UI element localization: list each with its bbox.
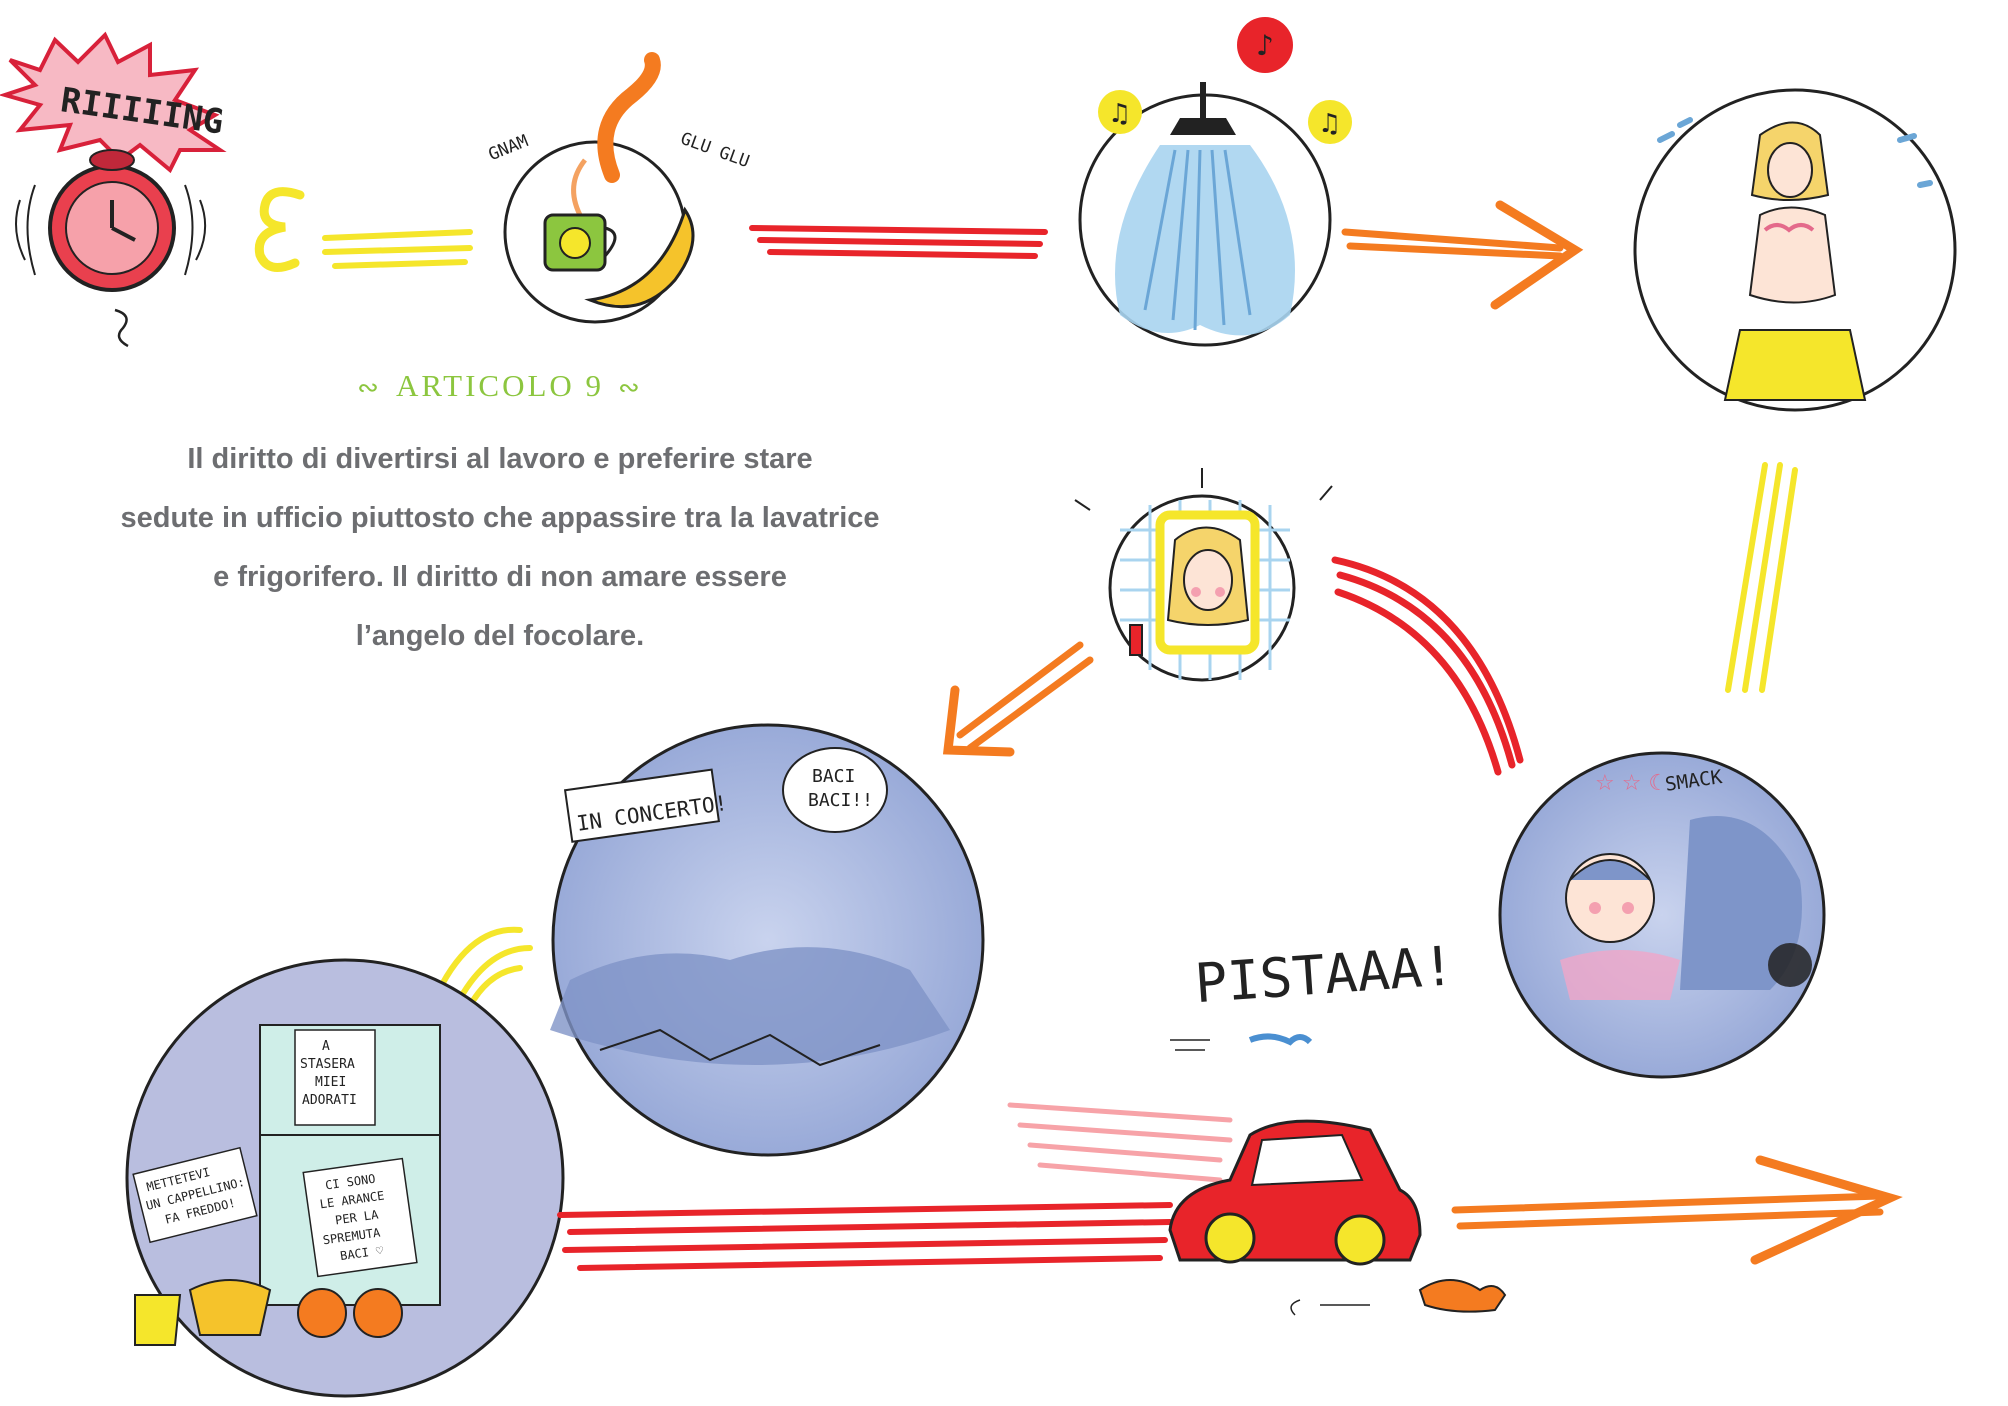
orange-arrow-3 (1451, 1155, 1903, 1265)
red-arrow-curve (1331, 556, 1524, 776)
lipstick-icon (1129, 624, 1143, 656)
drink-sound-text: GLU GLU (678, 129, 752, 172)
yellow-arrow-vertical (1725, 462, 1798, 693)
orange-arrow-2 (942, 641, 1094, 757)
shower-bubble: ♪ ♫ ♫ (1078, 17, 1352, 347)
yellow-squiggle-arrow (254, 187, 473, 272)
article-title-text: ARTICOLO 9 (395, 368, 605, 403)
orange-arrow-1 (1341, 200, 1584, 310)
article-title: ∾ ARTICOLO 9 ∾ (300, 368, 700, 404)
alarm-clock-icon: RIIIIING (0, 31, 227, 348)
orange-fruit-icon (297, 1288, 347, 1338)
star-icon: ☆ ☆ ☾ (1595, 771, 1668, 796)
article-body: Il diritto di divertirsi al lavoro e pre… (110, 430, 890, 666)
article-line: e frigorifero. Il diritto di non amare e… (213, 561, 787, 593)
car-sound-text: PISTAAA! (1193, 934, 1457, 1015)
speech-line-1: BACI (812, 766, 855, 787)
yellow-skirt-icon (1723, 329, 1867, 401)
note-oranges (302, 1157, 418, 1278)
breakfast-bubble: GNAM GLU GLU (486, 52, 752, 324)
squiggle-ornament-icon-right: ∾ (618, 373, 643, 402)
eat-sound-text: GNAM (486, 131, 531, 165)
concert-bubble: IN CONCERTO! BACI BACI!! (550, 723, 985, 1157)
red-arrow-bottom (557, 1102, 1233, 1271)
squiggle-ornament-icon: ∾ (357, 373, 382, 402)
note-hat (132, 1146, 258, 1244)
orange-fruit-icon-2 (353, 1288, 403, 1338)
speech-line-2: BACI!! (808, 790, 873, 811)
music-note-icon-left: ♫ (1108, 99, 1131, 129)
dog-icon (1290, 1279, 1507, 1316)
mirror-bubble (1074, 468, 1333, 682)
bowl-icon (188, 1279, 272, 1336)
shower-head-icon (1170, 118, 1236, 135)
kiss-bubble: ☆ ☆ ☾ SMACK (1498, 751, 1826, 1079)
music-note-icon-right: ♫ (1318, 109, 1341, 139)
red-car-icon (1168, 1119, 1422, 1266)
kitchen-bubble: A STASERA MIEI ADORATI METTETEVI UN CAPP… (125, 958, 565, 1398)
speech-bubble (782, 747, 888, 833)
article-line: Il diritto di divertirsi al lavoro e pre… (187, 443, 813, 475)
red-arrow-1 (749, 225, 1048, 259)
music-note-icon: ♪ (1256, 29, 1274, 62)
bird-icon (1170, 1033, 1313, 1051)
banana-icon (584, 206, 695, 309)
concert-sign (563, 768, 721, 843)
dressing-bubble (1633, 88, 1957, 412)
article-line: sedute in ufficio piuttosto che appassir… (120, 502, 880, 534)
article-line: l’angelo del focolare. (355, 620, 645, 652)
note-tonight-text: A STASERA MIEI ADORATI (300, 1039, 363, 1108)
note-tonight (294, 1029, 376, 1126)
